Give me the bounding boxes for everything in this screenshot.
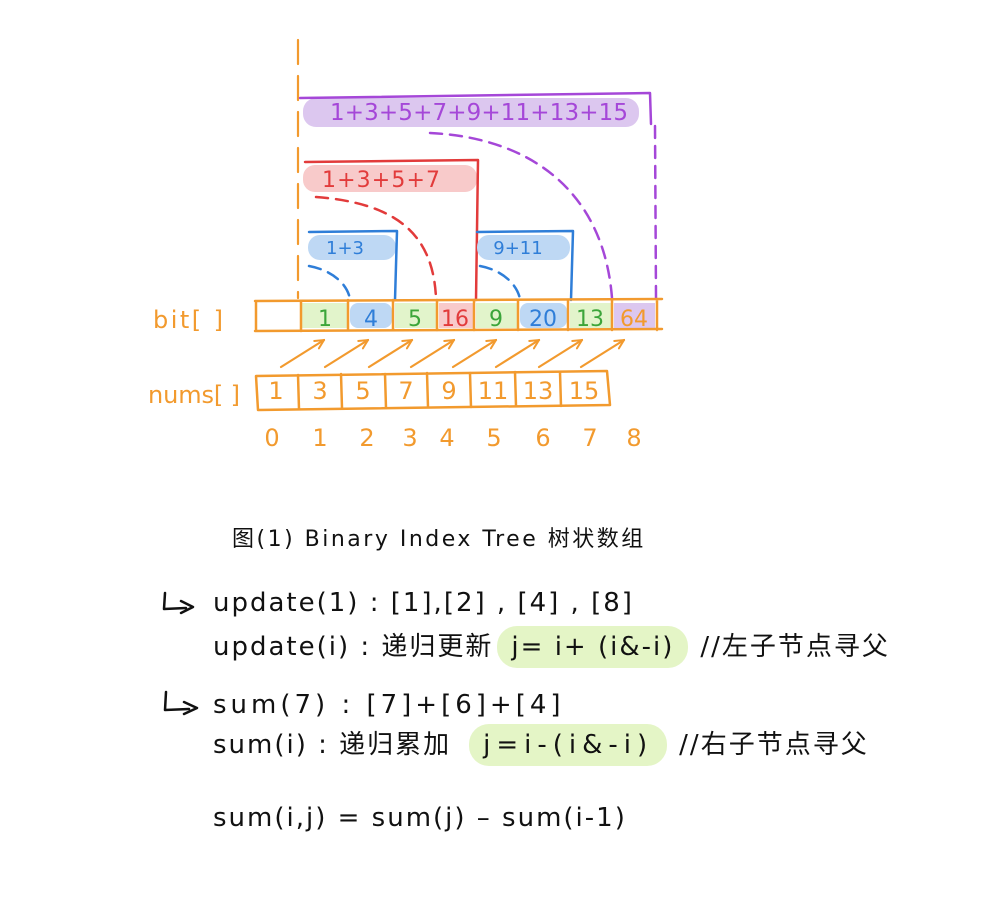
nums-cell-1-value: 3	[312, 377, 327, 405]
bit-cell-dividers	[299, 298, 614, 333]
nums-cell-0-value: 1	[268, 377, 283, 405]
bit-cell-2-fill	[350, 303, 392, 328]
nums-to-bit-arrow	[367, 340, 412, 369]
figure-caption: 图(1) Binary Index Tree 树状数组	[232, 527, 646, 552]
nums-cell-3-value: 7	[398, 377, 413, 405]
range-bar-1-to-8-fill	[303, 98, 639, 127]
bit-cell-6-value: 20	[529, 307, 557, 332]
sum-formula-highlight: j=i-(i&-i)	[469, 724, 668, 766]
nums-cell-6-value: 13	[523, 377, 554, 405]
nums-to-bit-arrows	[279, 340, 624, 369]
range-bar-1-to-2-link-dashed-curve	[307, 264, 352, 301]
range-bar-1-to-8: 1+3+5+7+9+11+13+15	[298, 91, 658, 300]
range-bar-1-to-4-outline	[303, 158, 480, 302]
index-label: 3	[402, 424, 417, 452]
nums-cell-5-value: 11	[478, 377, 509, 405]
index-label: 8	[626, 424, 641, 452]
nums-array-label: nums[ ]	[148, 381, 240, 409]
bit-cell-7-fill	[570, 303, 611, 328]
nums-to-bit-arrow	[494, 340, 539, 369]
bit-cell-8-value: 64	[620, 307, 648, 332]
range-sum-text: sum(i,j) = sum(j) – sum(i-1)	[213, 803, 627, 833]
nums-to-bit-arrow	[409, 340, 454, 369]
range-bar-1-to-8-outline	[298, 91, 653, 126]
bit-cell-3-value: 5	[408, 307, 422, 332]
nums-array-outline	[254, 369, 612, 412]
sum-comment: //右子节点寻父	[679, 730, 869, 760]
nums-to-bit-arrow	[537, 340, 582, 369]
bit-array-label: bit[ ]	[153, 306, 223, 334]
index-label: 6	[535, 424, 550, 452]
index-label: 5	[486, 424, 501, 452]
sum-rule-line: sum(i) : 递归累加 j=i-(i&-i) //右子节点寻父	[213, 724, 869, 766]
range-bar-5-to-6-label: 9+11	[493, 238, 542, 259]
nums-to-bit-arrow	[579, 340, 624, 369]
sum-example-line: sum(7) : [7]+[6]+[4]	[213, 690, 565, 720]
sum-rule-text: sum(i) : 递归累加	[213, 730, 452, 760]
bit-cell-6-fill	[520, 303, 567, 328]
range-bar-5-to-6-link-dashed-curve	[478, 264, 522, 301]
range-bar-1-to-4: 1+3+5+7	[303, 158, 480, 302]
range-bar-1-to-2-fill	[308, 235, 396, 260]
nums-to-bit-arrow	[323, 340, 368, 369]
bit-cell-5-fill	[476, 303, 517, 328]
return-arrow-icon	[163, 690, 199, 716]
range-bar-1-to-2-outline	[307, 229, 399, 302]
bit-cell-7-value: 13	[576, 307, 604, 332]
update-example-text: update(1) : [1],[2] , [4] , [8]	[213, 588, 634, 618]
range-bar-1-to-8-right-dashed-line	[653, 124, 658, 300]
range-bar-1-to-4-link-dashed-curve	[314, 195, 438, 300]
nums-cell-7-value: 15	[569, 377, 600, 405]
bit-cell-1-value: 1	[318, 307, 332, 332]
bit-cell-1-fill	[302, 303, 347, 328]
index-label: 7	[582, 424, 597, 452]
bit-cell-3-fill	[395, 303, 436, 328]
index-label: 1	[312, 424, 327, 452]
range-sum-line: sum(i,j) = sum(j) – sum(i-1)	[213, 803, 627, 833]
update-rule-text: update(i) : 递归更新	[213, 632, 494, 662]
range-bar-1-to-8-label: 1+3+5+7+9+11+13+15	[330, 100, 628, 126]
update-comment: //左子节点寻父	[700, 632, 890, 662]
range-bar-5-to-6: 9+11	[475, 229, 575, 302]
sum-example-text: sum(7) : [7]+[6]+[4]	[213, 690, 565, 720]
bit-cell-4-value: 16	[441, 307, 469, 332]
nums-cell-dividers	[296, 370, 563, 411]
range-bar-1-to-4-fill	[303, 165, 477, 192]
bit-cell-5-value: 9	[489, 307, 503, 332]
bit-cell-2-value: 4	[364, 307, 378, 332]
update-formula-highlight: j= i+ (i&-i)	[497, 626, 689, 668]
bit-cell-4-fill	[439, 303, 473, 328]
update-example-line: update(1) : [1],[2] , [4] , [8]	[213, 588, 634, 618]
range-bar-1-to-8-link-dashed-curve	[428, 131, 614, 300]
return-arrow-icon	[162, 591, 195, 615]
index-label: 2	[359, 424, 374, 452]
nums-to-bit-arrow	[451, 340, 496, 369]
range-bar-5-to-6-fill	[477, 235, 570, 260]
bit-array-row: bit[ ] 1 4 5 16 9 20 13 64	[153, 297, 664, 334]
index-row: 0 1 2 3 4 5 6 7 8	[264, 424, 641, 452]
range-bar-1-to-4-label: 1+3+5+7	[322, 168, 440, 193]
nums-cell-4-value: 9	[441, 377, 456, 405]
range-bar-5-to-6-outline	[475, 229, 575, 302]
bit-array-outline	[253, 297, 664, 333]
nums-to-bit-arrow	[279, 340, 324, 369]
range-bar-1-to-2: 1+3	[307, 229, 399, 302]
range-bar-1-to-2-label: 1+3	[326, 238, 364, 259]
bit-cell-0-empty	[257, 302, 299, 329]
nums-array-row: nums[ ] 1 3 5 7 9 11 13 15	[148, 369, 612, 412]
index-label: 4	[439, 424, 454, 452]
nums-cell-2-value: 5	[355, 377, 370, 405]
bit-cell-8-fill	[614, 303, 655, 328]
index-label: 0	[264, 424, 279, 452]
